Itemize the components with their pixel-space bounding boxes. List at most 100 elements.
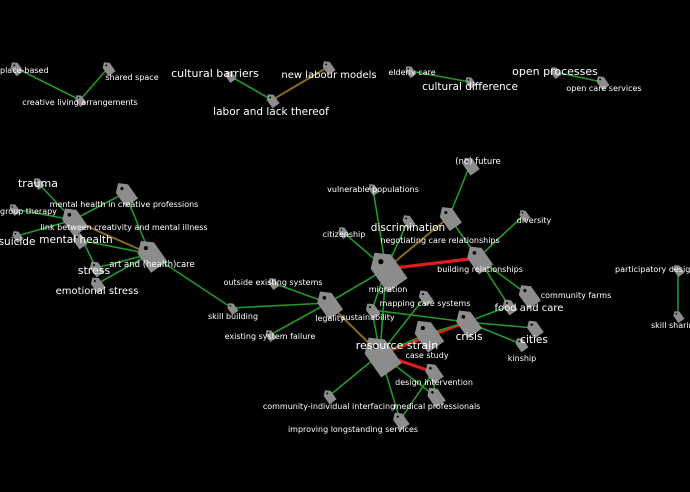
tag-hole [421,293,424,296]
node-label-system-failure[interactable]: existing system failure [225,332,316,341]
migration-tag-icon[interactable] [364,246,408,293]
tag-hole [523,289,527,293]
label-layer: place-based shared space creative living a… [0,65,690,434]
elderly-care-tag-icon[interactable] [404,64,417,79]
sustainability-tag-icon[interactable] [363,301,381,320]
outside-systems-tag-icon[interactable] [267,276,280,291]
shared-space-tag-icon[interactable] [100,60,116,77]
node-label-suicide[interactable]: suicide [0,236,35,248]
stress-tag-icon[interactable] [87,259,105,278]
system-failure-tag-icon[interactable] [264,328,277,343]
node-label-diversity[interactable]: diversity [517,216,552,225]
node-label-mapping-care[interactable]: mapping care systems [380,299,471,308]
cultural-barriers-tag-icon[interactable] [224,69,237,84]
node-label-medical-professionals[interactable]: medical professionals [394,402,481,411]
node-label-outside-systems[interactable]: outside existing systems [223,278,322,287]
node-label-group-therapy[interactable]: group therapy [0,207,57,216]
node-label-open-processes[interactable]: open processes [512,65,598,78]
node-label-place-based[interactable]: place-based [0,66,49,75]
node-label-negotiating[interactable]: negotiating care relationships [380,236,499,245]
node-label-migration[interactable]: migration [369,285,408,294]
trauma-tag-icon[interactable] [32,176,45,191]
mental-health-tag-icon[interactable] [70,231,88,250]
crisis-tag-icon[interactable] [452,306,483,339]
medical-professionals-tag-icon[interactable] [424,384,446,408]
tag-hole [105,64,108,67]
node-label-new-labour[interactable]: new labour models [281,70,376,81]
skill-building-tag-icon[interactable] [226,301,239,316]
citizenship-tag-icon[interactable] [337,225,350,240]
node-label-cultural-barriers[interactable]: cultural barriers [171,67,259,80]
mh-creative-tag-icon[interactable] [112,179,138,208]
node-label-cities[interactable]: cities [520,334,548,346]
node-label-emotional-stress[interactable]: emotional stress [56,286,139,297]
node-label-case-study[interactable]: case study [405,351,448,360]
negotiating-tag-icon[interactable] [436,203,462,232]
food-care-tag-icon[interactable] [500,297,518,316]
node-label-no-future[interactable]: (no) future [455,157,501,167]
improving-services-tag-icon[interactable] [390,409,410,431]
cultural-difference-tag-icon[interactable] [464,75,477,90]
node-label-trauma[interactable]: trauma [18,177,58,190]
community-farms-tag-icon[interactable] [515,281,541,310]
open-processes-tag-icon[interactable] [549,65,562,80]
node-label-cultural-difference[interactable]: cultural difference [422,81,518,93]
node-label-community-farms[interactable]: community farms [541,291,611,300]
node-label-mental-health[interactable]: mental health [39,234,112,246]
node-label-citizenship[interactable]: citizenship [323,230,366,239]
resource-strain-tag-icon[interactable] [358,331,402,378]
tag-hole [14,232,17,235]
diversity-tag-icon[interactable] [518,208,531,223]
emotional-stress-tag-icon[interactable] [88,275,106,294]
tag-hole [267,331,270,334]
discrimination-tag-icon[interactable] [400,213,416,230]
tag-hole [405,217,408,220]
building-rel-tag-icon[interactable] [463,242,494,275]
node-label-labor-lack[interactable]: labor and lack thereof [213,106,329,118]
open-care-tag-icon[interactable] [594,74,610,91]
node-label-link-creativity[interactable]: link between creativity and mental illne… [40,223,207,232]
tag-hole [269,96,272,99]
node-label-improving-services[interactable]: improving longstanding services [288,425,418,434]
node-label-resource-strain[interactable]: resource strain [356,339,438,352]
node-label-skill-building[interactable]: skill building [208,312,258,321]
art-healthcare-tag-icon[interactable] [133,235,168,273]
node-label-discrimination[interactable]: discrimination [371,222,445,234]
node-label-stress[interactable]: stress [78,264,111,277]
group-therapy-tag-icon[interactable] [8,202,21,217]
node-label-mh-creative[interactable]: mental health in creative professions [50,200,199,209]
node-label-elderly-care[interactable]: elderly care [388,68,435,77]
node-label-art-healthcare[interactable]: art and (health)care [109,260,194,270]
community-interfacing-tag-icon[interactable] [321,388,337,405]
cities-tag-icon[interactable] [524,317,544,339]
new-labour-tag-icon[interactable] [320,59,336,76]
node-label-community-interfacing[interactable]: community-individual interfacing [263,402,395,411]
node-label-food-care[interactable]: food and care [495,303,564,314]
node-label-creative-living[interactable]: creative living arrangements [22,98,137,107]
skill-sharing-tag-icon[interactable] [672,309,685,324]
node-label-building-rel[interactable]: building relationships [437,265,523,274]
node-label-legality[interactable]: legality [315,314,345,323]
mapping-care-tag-icon[interactable] [416,288,434,307]
participatory-tag-icon[interactable] [672,263,685,278]
case-study-tag-icon[interactable] [410,315,445,353]
node-label-participatory[interactable]: participatory design/ [615,265,690,274]
node-label-sustainability[interactable]: sustainability [341,313,395,322]
labor-lack-tag-icon[interactable] [264,92,280,109]
design-intervention-tag-icon[interactable] [422,360,444,384]
node-label-shared-space[interactable]: shared space [105,73,158,82]
vulnerable-tag-icon[interactable] [367,182,380,197]
node-label-kinship[interactable]: kinship [508,354,536,363]
node-label-design-intervention[interactable]: design intervention [395,378,473,387]
kinship-tag-icon[interactable] [513,336,529,353]
node-label-open-care[interactable]: open care services [566,84,641,93]
node-label-crisis[interactable]: crisis [456,331,483,343]
creative-living-tag-icon[interactable] [74,93,87,108]
suicide-tag-icon[interactable] [11,229,24,244]
place-based-tag-icon[interactable] [8,60,24,77]
link-creativity-tag-icon[interactable] [58,204,89,237]
legality-tag-icon[interactable] [313,287,344,320]
node-label-skill-sharing[interactable]: skill sharing [651,321,690,330]
node-label-vulnerable[interactable]: vulnerable populations [327,185,419,194]
no-future-tag-icon[interactable] [460,154,480,176]
